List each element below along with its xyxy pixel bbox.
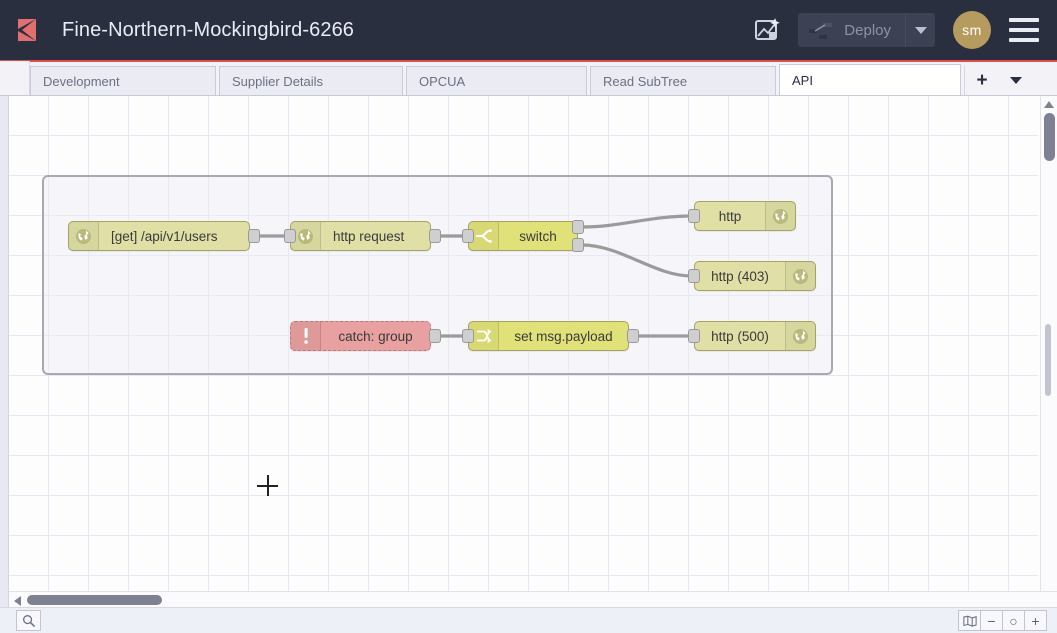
flow-tab-bar: Development Supplier Details OPCUA Read … — [0, 61, 1057, 96]
node-label: catch: group — [338, 328, 413, 344]
globe-icon — [765, 202, 795, 230]
node-http-response-500[interactable]: http (500) — [694, 321, 816, 351]
hamburger-bar — [1009, 18, 1039, 22]
deploy-nodes-icon — [808, 20, 834, 40]
node-output-port[interactable] — [429, 229, 441, 243]
tab-label: Read SubTree — [603, 73, 688, 89]
canvas-bottom-bar: − ○ + — [0, 607, 1057, 633]
vertical-scroll-thumb[interactable] — [1044, 113, 1055, 161]
tab-opcua[interactable]: OPCUA — [406, 66, 587, 95]
canvas-left-rail — [0, 96, 9, 633]
node-label: [get] /api/v1/users — [111, 228, 218, 244]
node-label: http (403) — [711, 268, 769, 284]
change-arrows-icon — [469, 322, 499, 350]
hamburger-menu-icon[interactable] — [1009, 18, 1039, 42]
app-header: Fine-Northern-Mockingbird-6266 Deploy — [0, 0, 1057, 62]
hamburger-bar — [1009, 38, 1039, 42]
node-output-port-1[interactable] — [572, 220, 584, 234]
vertical-scroll-thumb-secondary[interactable] — [1045, 324, 1051, 396]
scroll-up-arrow-icon[interactable] — [1044, 101, 1054, 108]
chevron-down-icon — [1010, 77, 1022, 84]
node-input-port[interactable] — [284, 229, 296, 243]
tab-label: OPCUA — [419, 73, 466, 89]
navigator-map-icon[interactable] — [958, 610, 981, 631]
node-label: switch — [519, 228, 557, 244]
node-output-port-2[interactable] — [572, 238, 584, 252]
deploy-button-label: Deploy — [844, 21, 891, 39]
hamburger-bar — [1009, 28, 1039, 32]
deploy-button[interactable]: Deploy — [798, 13, 935, 47]
node-input-port[interactable] — [462, 329, 474, 343]
node-input-port[interactable] — [688, 329, 700, 343]
chevron-down-icon — [914, 26, 927, 34]
node-http-response-403[interactable]: http (403) — [694, 261, 816, 291]
tab-label: API — [792, 72, 813, 88]
node-http-request[interactable]: http request — [290, 221, 431, 251]
zoom-out-button[interactable]: − — [980, 610, 1003, 631]
wire — [580, 214, 694, 229]
node-http-in[interactable]: [get] /api/v1/users — [68, 221, 250, 251]
node-label: http — [718, 208, 742, 224]
node-change[interactable]: set msg.payload — [468, 321, 629, 351]
node-switch[interactable]: switch — [468, 221, 578, 251]
globe-icon — [69, 222, 99, 250]
node-input-port[interactable] — [688, 209, 700, 223]
tab-list-menu-button[interactable] — [999, 66, 1033, 95]
tab-label: Development — [43, 73, 120, 89]
node-output-port[interactable] — [429, 329, 441, 343]
tab-bar-left-rail — [0, 61, 30, 95]
switch-fork-icon — [469, 222, 499, 250]
globe-icon — [785, 322, 815, 350]
globe-icon — [291, 222, 321, 250]
tab-read-subtree[interactable]: Read SubTree — [590, 66, 776, 95]
canvas-zoom-controls: − ○ + — [958, 610, 1047, 631]
search-icon[interactable] — [16, 610, 41, 631]
scroll-left-arrow-icon[interactable] — [14, 596, 21, 606]
node-input-port[interactable] — [462, 229, 474, 243]
tab-label: Supplier Details — [232, 73, 324, 89]
node-label: http request — [333, 228, 405, 244]
tab-supplier-details[interactable]: Supplier Details — [219, 66, 403, 95]
zoom-in-button[interactable]: + — [1024, 610, 1047, 631]
globe-icon — [785, 262, 815, 290]
tab-development[interactable]: Development — [30, 66, 216, 95]
tab-api[interactable]: API — [779, 64, 961, 95]
wire — [580, 243, 694, 278]
avatar[interactable]: sm — [953, 11, 991, 49]
node-label: http (500) — [711, 328, 769, 344]
node-catch[interactable]: catch: group — [290, 321, 431, 351]
workspace: [get] /api/v1/users http request — [0, 96, 1057, 633]
deploy-dropdown-button[interactable] — [905, 13, 935, 47]
horizontal-scroll-thumb[interactable] — [27, 595, 162, 605]
node-output-port[interactable] — [248, 229, 260, 243]
tab-actions: + — [964, 66, 1057, 95]
page-title: Fine-Northern-Mockingbird-6266 — [62, 18, 355, 41]
node-label: set msg.payload — [514, 328, 613, 344]
flow-canvas[interactable]: [get] /api/v1/users http request — [9, 96, 1038, 591]
plus-icon: + — [976, 70, 988, 91]
exclamation-icon — [291, 322, 321, 350]
node-output-port[interactable] — [627, 329, 639, 343]
canvas-horizontal-scrollbar[interactable] — [9, 591, 1057, 607]
ai-flow-sparkle-icon[interactable] — [750, 13, 784, 47]
flowfuse-logo-icon[interactable] — [16, 16, 46, 44]
add-flow-button[interactable]: + — [965, 66, 999, 95]
node-http-response[interactable]: http — [694, 201, 796, 231]
canvas-vertical-scrollbar[interactable] — [1040, 96, 1057, 591]
node-input-port[interactable] — [688, 269, 700, 283]
zoom-reset-button[interactable]: ○ — [1002, 610, 1025, 631]
